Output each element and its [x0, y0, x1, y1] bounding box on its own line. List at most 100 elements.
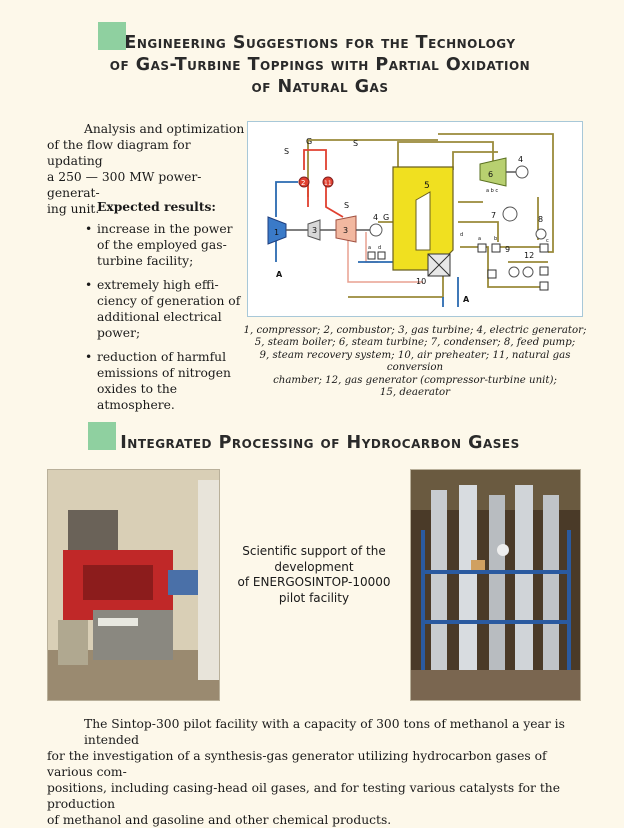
diagram-label: 2	[301, 179, 305, 187]
diagram-label: 10	[416, 277, 426, 286]
diagram-label: S	[353, 139, 358, 148]
diagram-label: A	[276, 270, 283, 279]
recovery-box	[487, 269, 497, 279]
steam-turbine-icon	[479, 157, 507, 187]
generator-icon	[369, 223, 383, 237]
photo-gauge	[497, 544, 509, 556]
valve	[367, 251, 376, 260]
intro-paragraph: Analysis and optimization of the flow di…	[47, 121, 247, 217]
diagram-label: 11	[324, 180, 332, 187]
photo-floor	[411, 670, 580, 700]
photo-blue-motor	[168, 570, 198, 595]
diagram-label: S	[284, 147, 289, 156]
recovery-box	[477, 243, 487, 253]
pipe	[458, 221, 499, 242]
caption-line: 5, steam boiler; 6, steam turbine; 7, co…	[254, 337, 576, 349]
recovery-box	[539, 281, 549, 291]
bullet-line: ciency of generation of	[97, 294, 241, 308]
diagram-label: 1	[274, 228, 279, 237]
title-accent-square	[98, 22, 126, 50]
list-item: increase in the power of the employed ga…	[85, 221, 245, 269]
photo-column	[543, 495, 559, 670]
diagram-label: 9	[505, 245, 510, 254]
photo-illustration	[48, 470, 219, 700]
preheater-cross	[427, 253, 451, 277]
photo-gauges	[98, 618, 138, 626]
combustor-icon	[298, 176, 310, 188]
title-line: Engineering Suggestions for the Technolo…	[124, 33, 516, 53]
results-list: increase in the power of the employed ga…	[85, 221, 245, 421]
list-item: extremely high effi- ciency of generatio…	[85, 277, 245, 341]
diagram-label: d	[378, 245, 381, 251]
diagram-label: 5	[424, 181, 430, 191]
photo-column	[515, 485, 533, 670]
expected-heading: Expected results:	[97, 199, 216, 214]
diagram-label: d	[460, 232, 463, 238]
photo-column	[489, 495, 505, 670]
pipe	[452, 151, 498, 170]
body-paragraph: The Sintop-300 pilot facility with a cap…	[47, 716, 587, 828]
pipe	[303, 149, 327, 170]
caption-line: 15, deaerator	[379, 387, 451, 399]
diagram-label: 7	[491, 211, 496, 220]
recovery-box	[539, 266, 549, 276]
photo-machine	[68, 510, 118, 550]
recovery-box	[491, 243, 501, 253]
conversion-chamber-icon	[322, 176, 334, 188]
caption-line: 9, steam recovery system; 10, air prehea…	[259, 349, 571, 374]
diagram-label: G	[383, 213, 389, 222]
pipe	[348, 274, 444, 298]
center-line: of ENERGOSINTOP-10000	[237, 575, 391, 589]
diagram-label: 3	[343, 226, 348, 235]
photo-door	[198, 480, 219, 680]
diagram-label: 3	[312, 226, 317, 235]
title-accent-square	[88, 422, 116, 450]
photo-blue-frame	[567, 530, 571, 670]
bullet-line: additional electrical	[97, 310, 222, 324]
body-line: positions, including casing-head oil gas…	[47, 781, 560, 811]
sintop-facility-photo	[47, 469, 220, 701]
photo-sign	[471, 560, 485, 570]
generator-icon	[515, 165, 529, 179]
gas-generator-icon	[522, 266, 534, 278]
photo-illustration	[411, 470, 580, 700]
intro-line: Analysis and optimization	[84, 122, 245, 136]
diagram-label: c	[546, 238, 549, 244]
bullet-line: increase in the power	[97, 222, 233, 236]
compressor-icon	[267, 216, 287, 245]
center-line: Scientific support of the	[242, 544, 386, 558]
photo-blue-frame	[421, 530, 425, 670]
bullet-line: reduction of harmful	[97, 350, 226, 364]
title-line: of Gas-Turbine Toppings with Partial Oxi…	[109, 55, 531, 75]
flow-diagram: 1 3 3 4 G 2 11 S G S S 5 10 6	[247, 121, 583, 317]
photo-frame	[93, 610, 173, 660]
title-line: of Natural Gas	[251, 77, 389, 97]
diagram-label: 4	[518, 155, 523, 164]
pipe	[325, 182, 344, 218]
bullet-line: extremely high effi-	[97, 278, 219, 292]
diagram-label: A	[463, 295, 470, 304]
energosintop-facility-photo	[410, 469, 581, 701]
pipe	[460, 246, 548, 288]
gas-turbine-icon	[335, 215, 357, 243]
body-line: The Sintop-300 pilot facility with a cap…	[84, 717, 565, 747]
pipe	[438, 133, 554, 253]
flow-diagram-svg: 1 3 3 4 G 2 11 S G S S 5 10 6	[267, 133, 554, 307]
body-line: of methanol and gasoline and other chemi…	[47, 813, 392, 827]
center-line: development	[274, 559, 354, 574]
photo-red-panel	[83, 565, 153, 600]
center-line: pilot facility	[278, 590, 350, 605]
diagram-label: 12	[524, 251, 534, 260]
bullet-line: power;	[97, 326, 141, 340]
diagram-label: a	[368, 245, 371, 251]
diagram-label: 6	[488, 170, 493, 179]
list-item: reduction of harmful emissions of nitrog…	[85, 349, 245, 413]
intro-line: of the flow diagram for updating	[47, 138, 191, 168]
diagram-label: G	[306, 137, 312, 146]
body-line: for the investigation of a synthesis-gas…	[47, 749, 547, 779]
combustion-pipes	[303, 149, 344, 218]
photo-column	[431, 490, 447, 670]
pipe	[275, 181, 298, 217]
diagram-label: S	[344, 201, 349, 210]
diagram-label: b	[494, 236, 497, 242]
